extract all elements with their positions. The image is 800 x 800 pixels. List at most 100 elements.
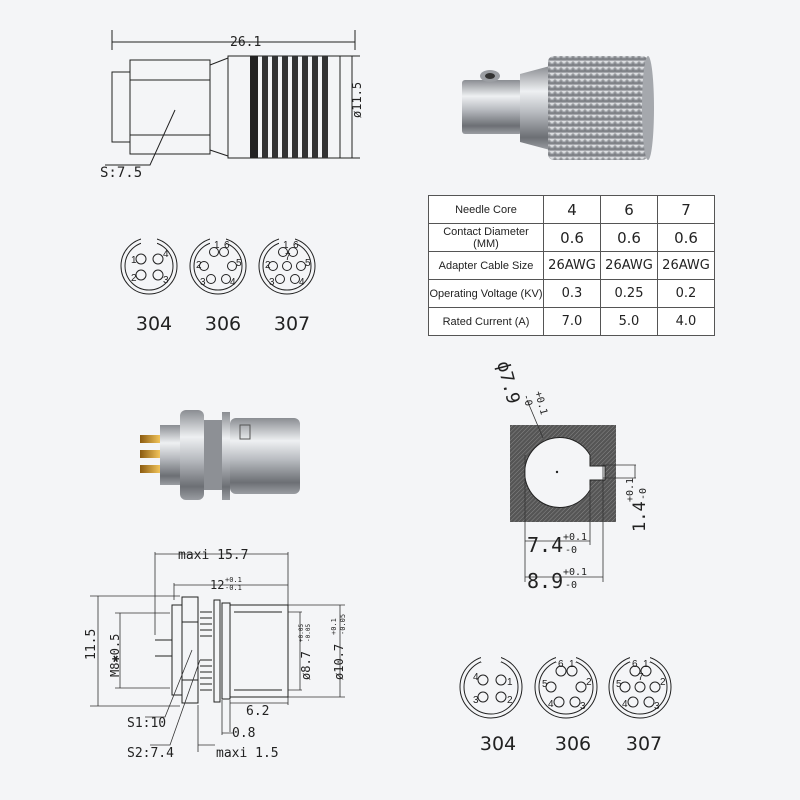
row-label: Rated Current (A)	[428, 307, 544, 336]
outer-diameter-tol-plus: +0.1	[330, 618, 338, 635]
pin-label: 2	[660, 677, 666, 688]
pin-label: 1	[643, 659, 649, 670]
cutout-flat-dim: 7.4	[527, 533, 563, 557]
cutout-flat-tol-plus: +0.1	[563, 532, 587, 543]
pin-label: 5	[542, 679, 548, 690]
pinout-name-304-bottom: 304	[479, 733, 517, 755]
inner-diameter-tol-plus: +0.05	[298, 624, 305, 642]
max-nut-dim: maxi 1.5	[216, 746, 279, 761]
row-label: Contact Diameter (MM)	[428, 223, 544, 252]
pin-label: 4	[163, 249, 169, 260]
pin-label: 3	[269, 277, 275, 288]
knurl-rings	[250, 56, 328, 158]
hex-size-label: S:7.5	[100, 165, 142, 181]
body-length-dim: 12	[210, 578, 224, 592]
table-cell: 0.2	[657, 279, 715, 308]
table-cell: 0.6	[600, 223, 658, 252]
pinout-name-307-top: 307	[273, 313, 311, 335]
pin-label: 5	[236, 258, 242, 269]
pin-label: 2	[131, 273, 137, 284]
pinout-name-306-bottom: 306	[554, 733, 592, 755]
max-length-dim: maxi 15.7	[178, 548, 248, 563]
pin-label: 2	[265, 260, 271, 271]
row-label: Operating Voltage (KV)	[428, 279, 544, 308]
pin-label: 1	[569, 659, 575, 670]
pin-label: 1	[214, 240, 220, 251]
thread	[200, 611, 212, 691]
pin-label: 3	[163, 275, 169, 286]
s2-label: S2:7.4	[127, 746, 174, 761]
cutout-diameter-tol-plus: +0.1	[532, 390, 549, 416]
inner-diameter-dim: ø8.7	[299, 651, 313, 680]
table-cell: 0.3	[543, 279, 601, 308]
pin-label: 4	[299, 277, 305, 288]
table-cell: 0.6	[543, 223, 601, 252]
row-label: Adapter Cable Size	[428, 251, 544, 280]
panel-connector-photo	[140, 410, 300, 500]
pinout-name-304-top: 304	[135, 313, 173, 335]
plug-side-view: 26.1 ø11.5 S:7.5	[100, 30, 364, 181]
pin-label: 2	[586, 677, 592, 688]
plug-diameter-dim: ø11.5	[350, 82, 364, 118]
pin-label: 6	[293, 240, 299, 251]
pin-label: 6	[632, 659, 638, 670]
pin-label: 6	[224, 240, 230, 251]
pinout-name-306-top: 306	[204, 313, 242, 335]
front-length-dim: 6.2	[246, 704, 269, 719]
thread-dim: M8✱0.5	[108, 634, 122, 677]
table-cell: 26AWG	[543, 251, 601, 280]
cutout-width-tol-minus: -0	[565, 580, 577, 591]
pin-label: 4	[473, 672, 479, 683]
pin-label: 6	[558, 659, 564, 670]
pin-label: 3	[654, 701, 660, 712]
table-header-label: Needle Core	[428, 195, 544, 224]
s1-label: S1:10	[127, 716, 166, 731]
outer-diameter-dim: ø10.7	[332, 644, 346, 680]
table-cell: 5.0	[600, 307, 658, 336]
socket-side-view: maxi 15.7 12 +0.1 -0.1 11.5 M8✱0.5 ø8.7 …	[84, 548, 347, 761]
pin-label: 5	[305, 258, 311, 269]
table-cell: 26AWG	[600, 251, 658, 280]
inner-diameter-tol-minus: -0.05	[305, 624, 312, 642]
pin-label: 1	[507, 677, 513, 688]
table-cell: 0.25	[600, 279, 658, 308]
plug-photo	[462, 56, 654, 160]
pin-label: 3	[200, 277, 206, 288]
table-header-cell: 6	[600, 195, 658, 224]
pinout-304-top: 1 4 2 3	[120, 236, 178, 295]
table-cell: 4.0	[657, 307, 715, 336]
cutout-flat-tol-minus: -0	[565, 545, 577, 556]
table-cell: 0.6	[657, 223, 715, 252]
table-header-cell: 4	[543, 195, 601, 224]
plug-length-dim: 26.1	[230, 35, 261, 50]
cutout-key-tol-minus: -0	[638, 488, 649, 500]
body-tol-minus: -0.1	[225, 584, 242, 592]
pin-label: 4	[230, 277, 236, 288]
pin-label: 5	[616, 679, 622, 690]
pin-label: 2	[196, 260, 202, 271]
body-tol-plus: +0.1	[225, 576, 242, 584]
table-header-cell: 7	[657, 195, 715, 224]
cutout-key-tol-plus: +0.1	[625, 478, 636, 502]
pin-label: 7	[638, 672, 644, 683]
outer-diameter-tol-minus: -0.05	[339, 614, 347, 635]
pin-label: 7	[285, 252, 291, 263]
table-row: Adapter Cable Size 26AWG 26AWG 26AWG	[428, 251, 715, 280]
pin-label: 4	[548, 699, 554, 710]
table-row: Rated Current (A) 7.0 5.0 4.0	[428, 307, 715, 336]
flange-dim: 0.8	[232, 726, 255, 741]
panel-cutout-drawing: ϕ7.9 +0.1 -0 7.4 +0.1 -0 8.9 +0.1 -0 1.4…	[492, 359, 650, 593]
table-header-row: Needle Core 4 6 7	[428, 195, 715, 224]
table-cell: 7.0	[543, 307, 601, 336]
cutout-key-dim: 1.4	[630, 501, 650, 532]
pin-label: 2	[507, 695, 513, 706]
cutout-width-dim: 8.9	[527, 569, 563, 593]
pin-label: 1	[131, 255, 137, 266]
